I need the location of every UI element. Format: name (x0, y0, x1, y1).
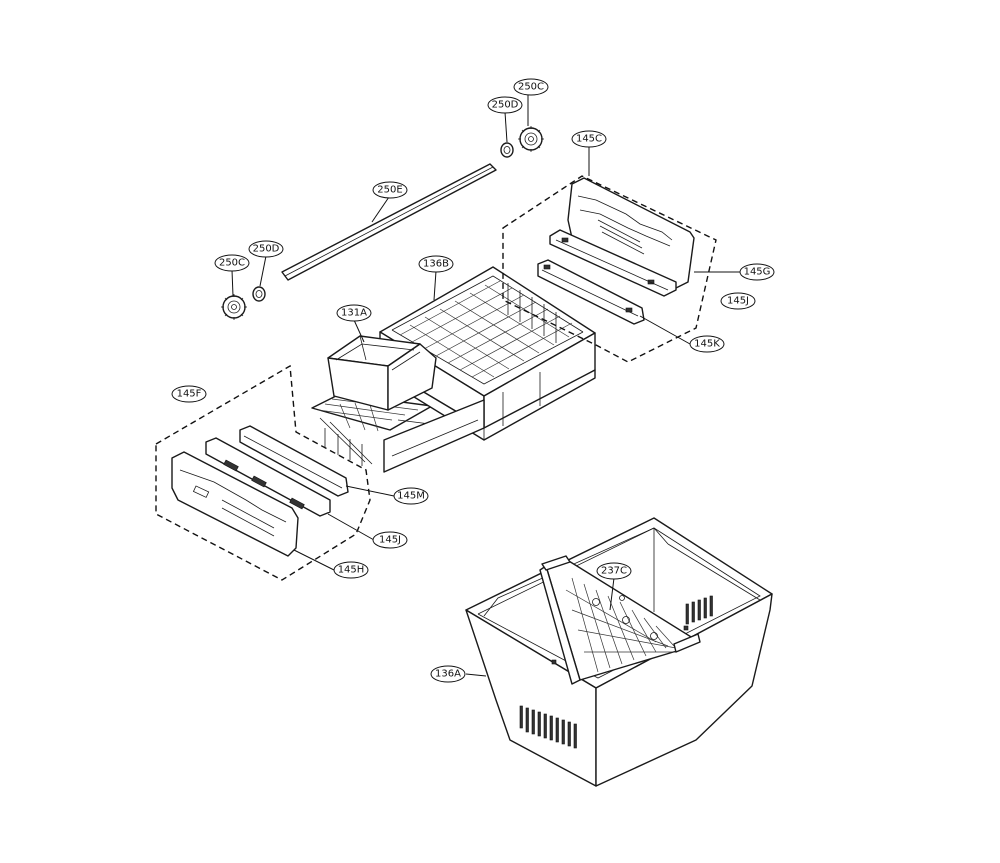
callout-145J-right: 145J (720, 292, 756, 310)
callout-250D-top: 250D (487, 96, 523, 114)
svg-text:250D: 250D (253, 244, 280, 255)
svg-text:145C: 145C (576, 134, 602, 145)
large-basket-136A (465, 517, 773, 787)
svg-text:237C: 237C (601, 566, 627, 577)
callout-145F: 145F (171, 385, 207, 403)
svg-text:145G: 145G (744, 267, 771, 278)
callout-145J-left: 145J (372, 531, 408, 549)
callout-250C-left: 250C (214, 254, 250, 272)
callout-237C: 237C (596, 562, 632, 580)
svg-text:145H: 145H (338, 565, 365, 576)
callout-145C: 145C (571, 130, 607, 148)
roller-250D-top (500, 142, 514, 158)
svg-text:250C: 250C (518, 82, 544, 93)
svg-text:250E: 250E (377, 185, 402, 196)
gear-250C-left (221, 294, 247, 320)
callout-136A: 136A (430, 665, 466, 683)
callout-145M: 145M (393, 487, 429, 505)
svg-text:145M: 145M (397, 491, 425, 502)
right-assembly-145C (502, 175, 717, 363)
roller-250D-left (252, 286, 266, 302)
svg-text:250D: 250D (492, 100, 519, 111)
svg-text:136A: 136A (435, 669, 461, 680)
callout-250E: 250E (372, 181, 408, 199)
callout-145K: 145K (689, 335, 725, 353)
callout-145H: 145H (333, 561, 369, 579)
gear-250C-top (518, 126, 544, 152)
leader-lines (231, 94, 740, 677)
svg-text:145K: 145K (694, 339, 720, 350)
rail-250E (281, 163, 497, 281)
callout-136B: 136B (418, 255, 454, 273)
svg-text:145F: 145F (177, 389, 202, 400)
svg-text:145J: 145J (379, 535, 401, 546)
callout-145G: 145G (739, 263, 775, 281)
svg-text:131A: 131A (341, 308, 367, 319)
svg-text:250C: 250C (219, 258, 245, 269)
callout-131A: 131A (336, 304, 372, 322)
svg-text:145J: 145J (727, 296, 749, 307)
small-bin-131A (327, 335, 437, 411)
svg-text:136B: 136B (423, 259, 449, 270)
callout-250D-left: 250D (248, 240, 284, 258)
callout-250C-top: 250C (513, 78, 549, 96)
left-assembly-145F (155, 364, 371, 581)
